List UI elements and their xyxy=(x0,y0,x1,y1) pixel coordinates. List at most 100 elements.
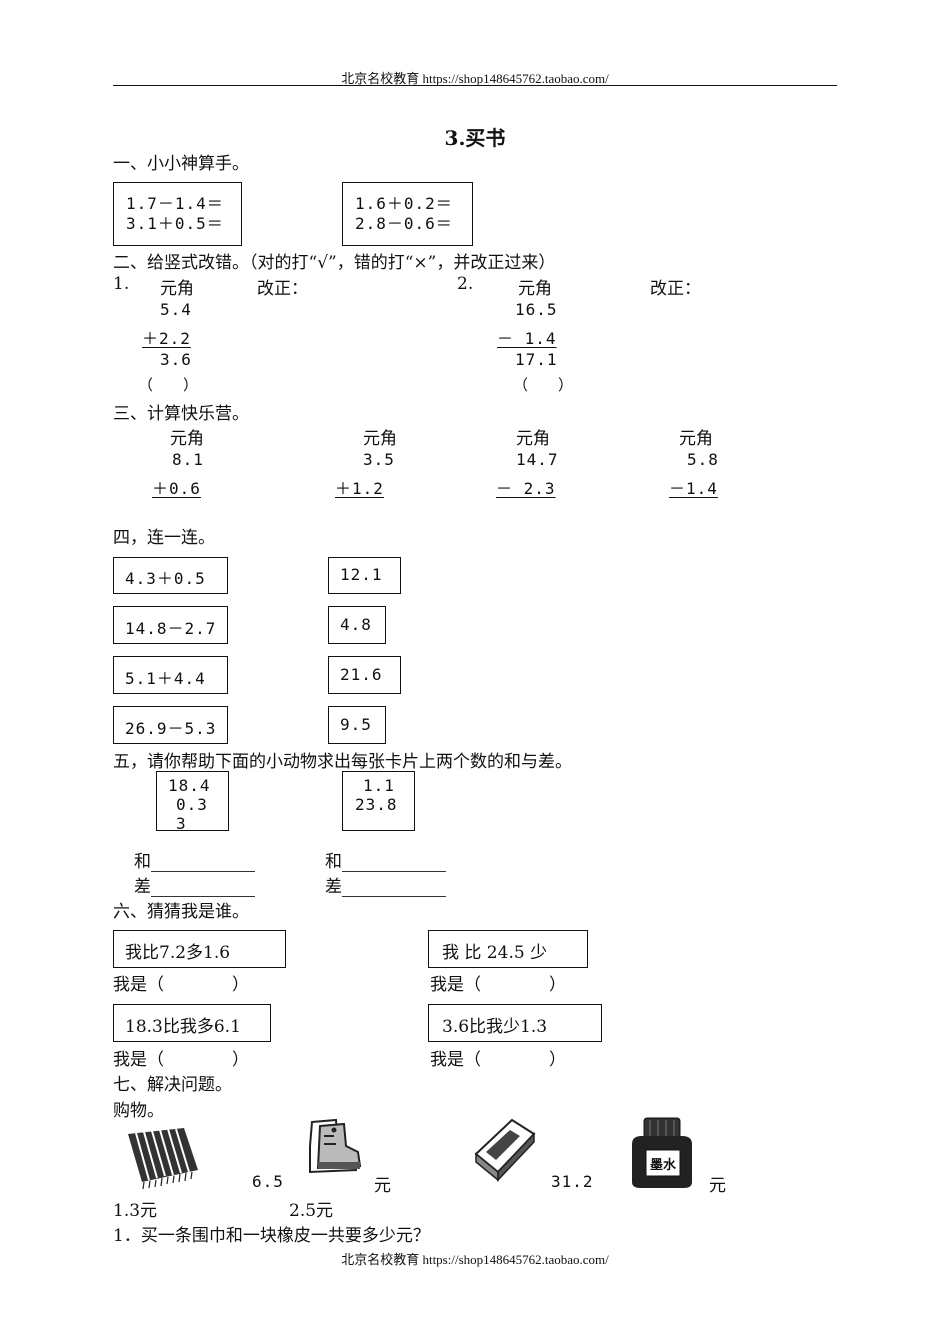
s5-card2-line2: 23.8 xyxy=(355,795,398,814)
s4-right-text-3: 21.6 xyxy=(340,665,383,684)
s5-diff-blank-1[interactable] xyxy=(151,882,255,897)
s4-right-text-1: 12.1 xyxy=(340,565,383,584)
s2-heading: 二、给竖式改错。（对的打“√”，错的打“×”，并改正过来） xyxy=(113,253,556,273)
s4-left-box-3[interactable]: 5.1＋4.4 xyxy=(113,656,228,694)
s4-left-text-4: 26.9－5.3 xyxy=(125,719,217,738)
s3-item2-a: 3.5 xyxy=(363,450,395,469)
s3-item1-unit: 元角 xyxy=(170,429,204,449)
s3-item3-op: － 2.3 xyxy=(496,479,556,498)
s5-card-2: 1.1 23.8 xyxy=(342,771,415,831)
s5-card-1: 18.4 0.3 3 xyxy=(156,771,229,831)
s1-box-2: 1.6＋0.2＝ 2.8－0.6＝ xyxy=(342,182,473,246)
s3-item2-unit: 元角 xyxy=(363,429,397,449)
s2-p2-a: 16.5 xyxy=(515,300,558,319)
s7-question-1: 1．买一条围巾和一块橡皮一共要多少元？ xyxy=(113,1226,430,1246)
s3-item4-unit: 元角 xyxy=(679,429,713,449)
page-footer: 北京名校教育 https://shop148645762.taobao.com/ xyxy=(341,1252,609,1267)
s3-heading: 三、计算快乐营。 xyxy=(113,404,249,424)
s2-p1-fix: 改正： xyxy=(257,279,308,299)
s5-sum-label-1: 和 xyxy=(134,852,151,872)
s6-heading: 六、猜猜我是谁。 xyxy=(113,902,249,922)
price-ink-number: 31.2 xyxy=(551,1172,594,1191)
s2-p1-res: 3.6 xyxy=(160,350,192,369)
header-rule xyxy=(113,85,837,86)
s5-diff-blank-2[interactable] xyxy=(342,882,446,897)
eraser-image xyxy=(474,1118,536,1182)
s2-p2-res: 17.1 xyxy=(515,350,558,369)
s5-card1-line3: 3 xyxy=(176,814,187,831)
s5-sum-label-2: 和 xyxy=(325,852,342,872)
s5-card2-line1: 1.1 xyxy=(363,776,395,795)
s4-left-box-4[interactable]: 26.9－5.3 xyxy=(113,706,228,744)
s3-item1-op: ＋0.6 xyxy=(152,479,201,498)
s2-p2-fix: 改正： xyxy=(650,279,701,299)
s1-heading: 一、小小神算手。 xyxy=(113,154,249,174)
s1-box1-line2: 3.1＋0.5＝ xyxy=(126,214,224,233)
s2-p1-no: 1. xyxy=(113,274,130,294)
s6-answer-3[interactable]: 我是（ ） xyxy=(113,1050,249,1070)
page-header: 北京名校教育 https://shop148645762.taobao.com/ xyxy=(341,71,609,86)
s5-diff-2: 差 xyxy=(325,872,446,897)
s1-box1-line1: 1.7－1.4＝ xyxy=(126,194,224,213)
s5-sum-2: 和 xyxy=(325,847,446,872)
s2-p1-a: 5.4 xyxy=(160,300,192,319)
s3-item2-op: ＋1.2 xyxy=(335,479,384,498)
s4-left-text-1: 4.3＋0.5 xyxy=(125,569,206,588)
s2-p1-op: ＋2.2 xyxy=(142,329,191,348)
s6-riddle-box-1: 我比7.2多1.6 xyxy=(113,930,286,968)
s3-item3-unit: 元角 xyxy=(516,429,550,449)
s5-sum-blank-1[interactable] xyxy=(151,857,255,872)
s4-left-text-3: 5.1＋4.4 xyxy=(125,669,206,688)
ink-label: 墨水 xyxy=(650,1157,677,1173)
s1-box2-line2: 2.8－0.6＝ xyxy=(355,214,453,233)
s7-heading: 七、解决问题。 xyxy=(113,1075,232,1095)
s2-p2-no: 2. xyxy=(457,274,474,294)
s5-card1-line1: 18.4 xyxy=(168,776,211,795)
s3-item1-a: 8.1 xyxy=(172,450,204,469)
s4-heading: 四，连一连。 xyxy=(113,528,215,548)
s2-p1-unit: 元角 xyxy=(160,279,194,299)
s6-riddle-1: 我比7.2多1.6 xyxy=(125,943,231,963)
s1-box-1: 1.7－1.4＝ 3.1＋0.5＝ xyxy=(113,182,242,246)
s5-diff-label-1: 差 xyxy=(134,877,151,897)
s6-riddle-2: 我 比 24.5 少 xyxy=(442,943,548,963)
s5-diff-label-2: 差 xyxy=(325,877,342,897)
s6-answer-2[interactable]: 我是（ ） xyxy=(430,975,566,995)
ink-bottle-image: 墨水 xyxy=(632,1117,692,1188)
s1-box2-line1: 1.6＋0.2＝ xyxy=(355,194,453,213)
s4-right-box-3[interactable]: 21.6 xyxy=(328,656,401,694)
s4-right-box-4[interactable]: 9.5 xyxy=(328,706,386,744)
s5-sum-blank-2[interactable] xyxy=(342,857,446,872)
s4-left-box-2[interactable]: 14.8－2.7 xyxy=(113,606,228,644)
price-eraser-number: 6.5 xyxy=(252,1172,284,1191)
s2-p2-op: － 1.4 xyxy=(497,329,557,348)
s4-left-box-1[interactable]: 4.3＋0.5 xyxy=(113,557,228,594)
s4-right-text-2: 4.8 xyxy=(340,615,372,634)
s6-answer-4[interactable]: 我是（ ） xyxy=(430,1050,566,1070)
scarf-image xyxy=(128,1128,198,1190)
s6-riddle-3: 18.3比我多6.1 xyxy=(125,1017,241,1037)
s5-card1-line2: 0.3 xyxy=(176,795,208,814)
s3-item3-a: 14.7 xyxy=(516,450,559,469)
price-boots: 2.5元 xyxy=(289,1201,334,1221)
s5-diff-1: 差 xyxy=(134,872,255,897)
s6-riddle-box-4: 3.6比我少1.3 xyxy=(428,1004,602,1042)
price-ink-unit: 元 xyxy=(709,1176,726,1196)
s5-sum-1: 和 xyxy=(134,847,255,872)
s3-item4-op: －1.4 xyxy=(669,479,718,498)
s3-item4-a: 5.8 xyxy=(687,450,719,469)
s4-right-box-2[interactable]: 4.8 xyxy=(328,606,386,644)
page-title: 3.买书 xyxy=(444,126,506,150)
s2-p1-paren: （ ） xyxy=(138,376,199,394)
s4-right-text-4: 9.5 xyxy=(340,715,372,734)
s6-riddle-4: 3.6比我少1.3 xyxy=(442,1017,548,1037)
s4-right-box-1[interactable]: 12.1 xyxy=(328,557,401,594)
s6-riddle-box-3: 18.3比我多6.1 xyxy=(113,1004,271,1042)
s5-heading: 五，请你帮助下面的小动物求出每张卡片上两个数的和与差。 xyxy=(113,752,572,772)
s6-answer-1[interactable]: 我是（ ） xyxy=(113,975,249,995)
s4-left-text-2: 14.8－2.7 xyxy=(125,619,217,638)
s6-riddle-box-2: 我 比 24.5 少 xyxy=(428,930,588,968)
s2-p2-unit: 元角 xyxy=(518,279,552,299)
price-eraser-unit: 元 xyxy=(374,1176,391,1196)
boots-image xyxy=(309,1118,362,1174)
